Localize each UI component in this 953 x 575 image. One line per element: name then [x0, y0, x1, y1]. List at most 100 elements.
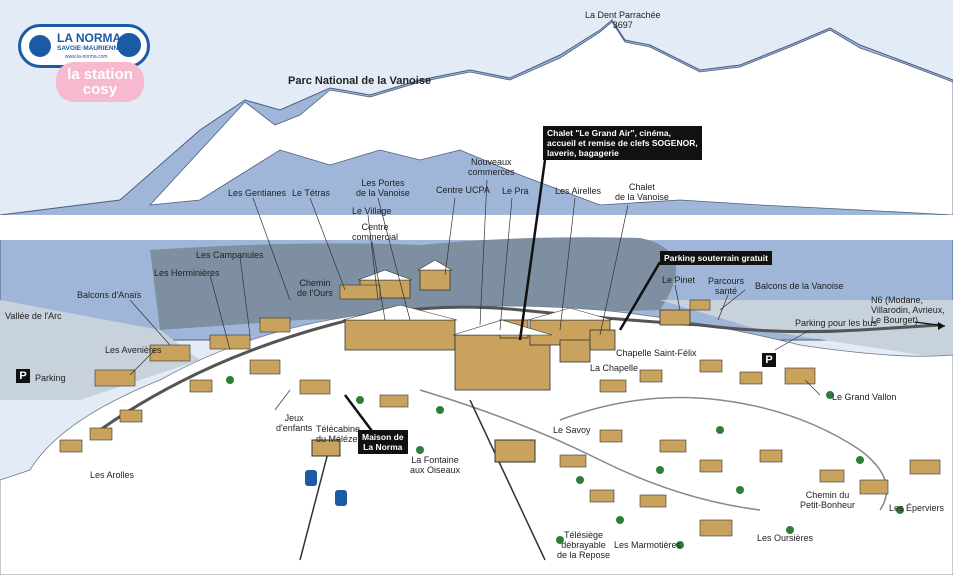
label-telesiege-1: Télésiège — [564, 530, 604, 540]
gondola-cabin — [335, 490, 347, 506]
summit-label: La Dent Parrachée 3697 — [585, 10, 661, 30]
snow-caps — [148, 21, 953, 216]
la-norma-logo: LA NORMA SAVOIE·MAURIENNE www.la-norma.c… — [18, 24, 150, 68]
label-fontaine-2: aux Oiseaux — [410, 465, 461, 475]
skier-icon — [29, 35, 51, 57]
label-marmotieres: Les Marmotières — [614, 540, 682, 550]
summit-altitude: 3697 — [612, 20, 633, 30]
label-nouveaux-1: Nouveaux — [470, 157, 512, 167]
callout-grand-air-1: Chalet "Le Grand Air", cinéma, — [547, 128, 671, 138]
label-avenieres: Les Avenières — [105, 345, 162, 355]
road-main — [99, 305, 941, 432]
label-chalet-vanoise-2: de la Vanoise — [615, 192, 669, 202]
snow-plateau — [0, 305, 953, 575]
label-n6: N6 (Modane, Villarodin, Avrieux, Le Bour… — [871, 295, 945, 325]
callout-parking-souterrain: Parking souterrain gratuit — [660, 251, 772, 265]
label-centre-commercial: Centre commercial — [352, 222, 398, 242]
callout-maison-2: La Norma — [363, 442, 403, 452]
callout-grand-air-2: accueil et remise de clefs SOGENOR, — [547, 138, 698, 148]
label-chemin-ours: Chemin de l'Ours — [297, 278, 333, 298]
label-telesiege-2: débrayable — [561, 540, 606, 550]
label-village: Le Village — [352, 206, 392, 216]
trees — [226, 376, 904, 549]
label-chemin-petit-bonheur: Chemin du Petit-Bonheur — [800, 490, 855, 510]
label-parking-left: Parking — [35, 373, 66, 383]
road-loop — [559, 396, 888, 511]
tagline-line-1: la station — [67, 66, 133, 83]
label-vallee-arc: Vallée de l'Arc — [5, 311, 62, 321]
telecabine-station — [311, 439, 341, 457]
label-parcours-sante: Parcours santé — [708, 276, 744, 296]
valley-slope-left — [0, 300, 200, 400]
label-gentianes: Les Gentianes — [228, 188, 287, 198]
chalets-right — [559, 299, 941, 537]
label-balcons-anais: Balcons d'Anaïs — [77, 290, 142, 300]
label-portes-2: de la Vanoise — [356, 188, 410, 198]
logo-name: LA NORMA — [57, 31, 122, 45]
label-telecabine-1: Télécabine — [316, 424, 361, 434]
tagline-line-2: cosy — [82, 81, 118, 98]
label-airelles: Les Airelles — [555, 186, 602, 196]
label-telesiege: Télésiège débrayable de la Repose — [557, 530, 610, 560]
road-lower — [419, 389, 761, 511]
telesiege-line — [469, 399, 546, 561]
parking-icon-right: P — [762, 353, 776, 367]
label-eperviers: Les Éperviers — [889, 503, 945, 513]
label-telecabine-2: du Mélézet — [316, 434, 361, 444]
label-centre-1: Centre — [361, 222, 389, 232]
park-label: Parc National de la Vanoise — [288, 75, 432, 87]
telesiege-station — [494, 439, 536, 463]
label-arolles: Les Arolles — [90, 470, 135, 480]
callout-maison-la-norma: Maison de La Norma — [358, 430, 408, 454]
callout-maison-1: Maison de — [362, 432, 404, 442]
label-chemin-ours-1: Chemin — [299, 278, 331, 288]
gondola-cabin — [305, 470, 317, 486]
label-pra: Le Pra — [502, 186, 529, 196]
label-la-chapelle: La Chapelle — [590, 363, 639, 373]
label-chemin-pb-2: Petit-Bonheur — [800, 500, 856, 510]
label-chalet-vanoise: Chalet de la Vanoise — [615, 182, 669, 202]
label-parcours-1: Parcours — [708, 276, 745, 286]
label-telecabine: Télécabine du Mélézet — [316, 424, 360, 444]
label-chapelle-saint-felix: Chapelle Saint-Félix — [616, 348, 697, 358]
label-parcours-2: santé — [714, 286, 738, 296]
callout-grand-air-3: laverie, bagagerie — [547, 148, 619, 158]
label-n6-2: Villarodin, Avrieux, — [871, 305, 945, 315]
label-savoy: Le Savoy — [553, 425, 591, 435]
label-telesiege-3: de la Repose — [557, 550, 611, 560]
label-chemin-ours-2: de l'Ours — [297, 288, 333, 298]
callout-grand-air: Chalet "Le Grand Air", cinéma, accueil e… — [543, 126, 702, 160]
chalets-left — [59, 284, 409, 453]
label-pinet: Le Pinet — [662, 275, 696, 285]
n6-arrowhead — [938, 322, 945, 330]
label-n6-3: Le Bourget) — [871, 315, 919, 325]
mountain-base — [0, 215, 953, 240]
label-chalet-vanoise-1: Chalet — [628, 182, 655, 192]
station-cosy-tag: la station cosy — [56, 62, 144, 102]
leader-lines — [129, 179, 821, 411]
label-grand-vallon: Le Grand Vallon — [832, 392, 897, 402]
telecabine-line — [299, 444, 331, 561]
label-fontaine-oiseaux: La Fontaine aux Oiseaux — [410, 455, 460, 475]
parking-icon-left: P — [16, 369, 30, 383]
label-ucpa: Centre UCPA — [436, 185, 490, 195]
valley-right — [660, 300, 953, 360]
label-oursieres: Les Oursières — [757, 533, 814, 543]
maison-pointer — [344, 394, 376, 436]
label-chemin-pb-1: Chemin du — [805, 490, 850, 500]
label-campanules: Les Campanules — [196, 250, 264, 260]
label-tetras: Le Tétras — [292, 188, 330, 198]
summit-name: La Dent Parrachée — [585, 10, 661, 20]
label-jeux-1: Jeux — [284, 413, 304, 423]
label-nouveaux-2: commerces — [468, 167, 515, 177]
logo-subtitle: SAVOIE·MAURIENNE — [57, 45, 123, 52]
label-balcons-vanoise: Balcons de la Vanoise — [755, 281, 844, 291]
label-parking-bus: Parking pour les bus — [795, 318, 878, 328]
label-n6-1: N6 (Modane, — [871, 295, 924, 305]
label-portes-1: Les Portes — [361, 178, 405, 188]
arrow-up-right-icon — [117, 33, 141, 57]
label-jeux-enfants: Jeux d'enfants — [276, 413, 312, 433]
parking-sout-pointer — [618, 261, 662, 331]
label-portes: Les Portes de la Vanoise — [356, 178, 410, 198]
